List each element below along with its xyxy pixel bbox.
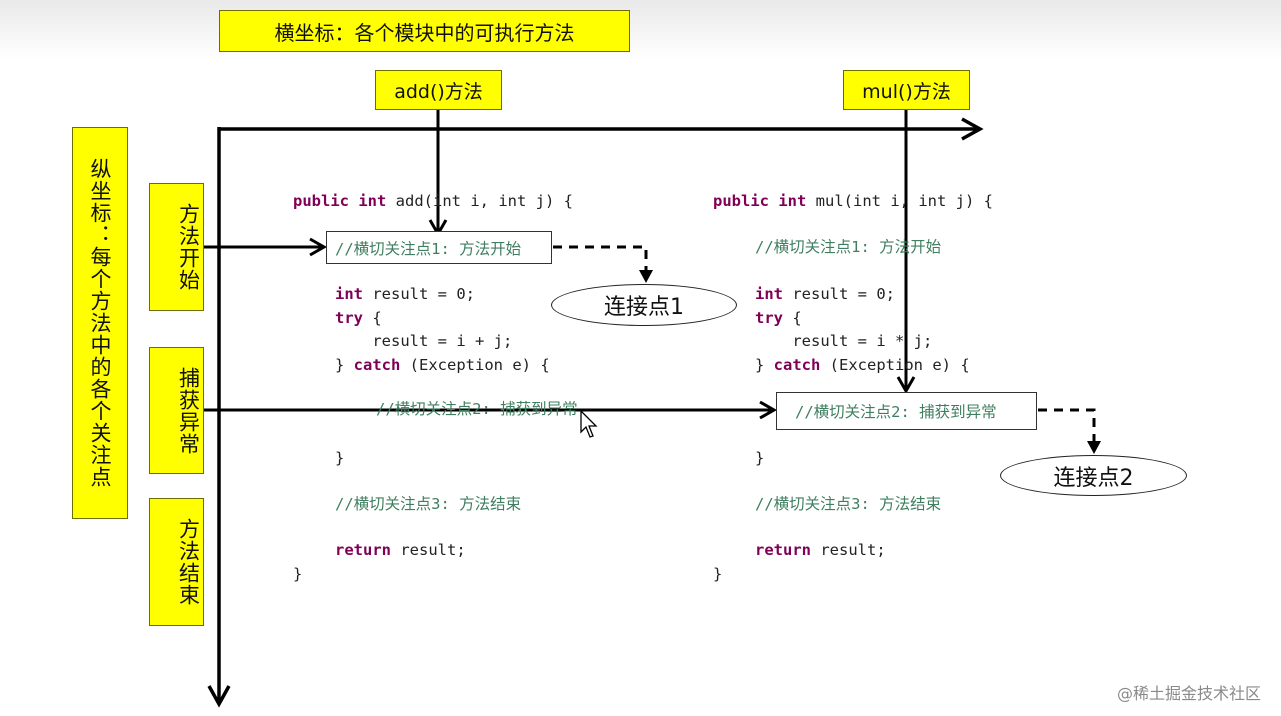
kw-int: int bbox=[755, 285, 783, 303]
code-text: { bbox=[783, 308, 802, 327]
kw-int: int bbox=[335, 285, 363, 303]
join-point-2-connector bbox=[1038, 408, 1096, 446]
concern-label-start: 方法开始 bbox=[149, 183, 204, 311]
comment-text: //横切关注点2: 捕获到异常 bbox=[795, 403, 997, 421]
code-add-close-brace: } bbox=[335, 447, 344, 471]
code-mul-end: } bbox=[713, 563, 722, 587]
code-mul-close-brace: } bbox=[755, 447, 764, 471]
code-mul-comment-1: //横切关注点1: 方法开始 bbox=[755, 236, 941, 260]
join-point-1: 连接点1 bbox=[551, 284, 737, 326]
code-text: result = 0; bbox=[363, 285, 475, 303]
code-text: result; bbox=[811, 541, 886, 559]
kw-try: try bbox=[755, 308, 783, 327]
concern-label-catch: 捕获异常 bbox=[149, 347, 204, 474]
code-text: add(int i, int j) { bbox=[386, 192, 573, 210]
kw-int: int bbox=[358, 192, 387, 210]
code-text: (Exception e) { bbox=[820, 355, 970, 374]
kw-catch: catch bbox=[773, 355, 821, 374]
code-mul-comment-3: //横切关注点3: 方法结束 bbox=[755, 493, 941, 517]
y-axis-title-text: 纵坐标：每个方法中的各个关注点 bbox=[88, 158, 112, 488]
code-text: (Exception e) { bbox=[400, 355, 550, 374]
comment-text: //横切关注点3: 方法结束 bbox=[755, 495, 942, 513]
code-text: } bbox=[755, 355, 774, 374]
concern-label-end: 方法结束 bbox=[149, 498, 204, 626]
code-add-comment-3: //横切关注点3: 方法结束 bbox=[335, 493, 521, 517]
method-label-mul: mul()方法 bbox=[843, 70, 970, 110]
join-point-1-text: 连接点1 bbox=[604, 295, 684, 320]
code-add-body: int result = 0; try { result = i + j; } … bbox=[335, 283, 550, 377]
code-mul-comment-2: //横切关注点2: 捕获到异常 bbox=[776, 392, 1037, 430]
code-text: } bbox=[335, 449, 345, 467]
join-point-2: 连接点2 bbox=[1000, 455, 1187, 496]
code-add-comment-2: //横切关注点2: 捕获到异常 bbox=[376, 398, 578, 422]
join-point-2-text: 连接点2 bbox=[1053, 465, 1134, 491]
mouse-cursor-icon bbox=[580, 410, 598, 438]
x-axis-title: 横坐标：各个模块中的可执行方法 bbox=[219, 10, 630, 52]
code-text: result = i + j; bbox=[335, 332, 513, 350]
comment-text: //横切关注点3: 方法结束 bbox=[335, 495, 522, 513]
code-add-return: return result; bbox=[335, 539, 466, 563]
concern-label-start-text: 方法开始 bbox=[176, 203, 201, 291]
method-label-mul-text: mul()方法 bbox=[862, 80, 951, 103]
code-mul-signature: public int mul(int i, int j) { bbox=[713, 190, 993, 214]
kw-try: try bbox=[335, 308, 363, 327]
code-add-end: } bbox=[293, 563, 302, 587]
code-text: result; bbox=[391, 541, 466, 559]
comment-text: //横切关注点2: 捕获到异常 bbox=[376, 400, 578, 418]
code-text: { bbox=[363, 308, 382, 327]
kw-return: return bbox=[335, 541, 391, 559]
watermark: @稀土掘金技术社区 bbox=[1116, 684, 1261, 703]
code-text: } bbox=[293, 565, 303, 583]
method-label-add: add()方法 bbox=[375, 70, 502, 110]
kw-return: return bbox=[755, 541, 811, 559]
y-axis-title: 纵坐标：每个方法中的各个关注点 bbox=[72, 127, 128, 519]
kw-int: int bbox=[778, 192, 807, 210]
code-text: } bbox=[755, 449, 765, 467]
kw-catch: catch bbox=[353, 355, 401, 374]
join-point-1-connector bbox=[553, 245, 648, 276]
code-add-comment-1: //横切关注点1: 方法开始 bbox=[326, 231, 552, 264]
title-band bbox=[0, 0, 1281, 60]
code-text: result = 0; bbox=[783, 285, 895, 303]
concern-label-catch-text: 捕获异常 bbox=[176, 366, 201, 455]
x-axis-arrowhead bbox=[961, 117, 984, 141]
kw-public: public bbox=[713, 192, 769, 210]
code-text: } bbox=[713, 565, 723, 583]
comment-text: //横切关注点1: 方法开始 bbox=[335, 239, 522, 258]
code-add-signature: public int add(int i, int j) { bbox=[293, 190, 573, 214]
comment-text: //横切关注点1: 方法开始 bbox=[755, 238, 942, 256]
method-label-add-text: add()方法 bbox=[394, 80, 483, 103]
code-text: mul(int i, int j) { bbox=[806, 192, 993, 210]
code-mul-body: int result = 0; try { result = i * j; } … bbox=[755, 283, 970, 377]
y-axis-arrowhead bbox=[207, 685, 231, 708]
concern-label-end-text: 方法结束 bbox=[176, 518, 201, 606]
kw-public: public bbox=[293, 192, 349, 210]
x-axis-title-text: 横坐标：各个模块中的可执行方法 bbox=[274, 20, 575, 45]
code-mul-return: return result; bbox=[755, 539, 886, 563]
code-text: result = i * j; bbox=[755, 332, 933, 350]
code-text: } bbox=[335, 355, 354, 374]
